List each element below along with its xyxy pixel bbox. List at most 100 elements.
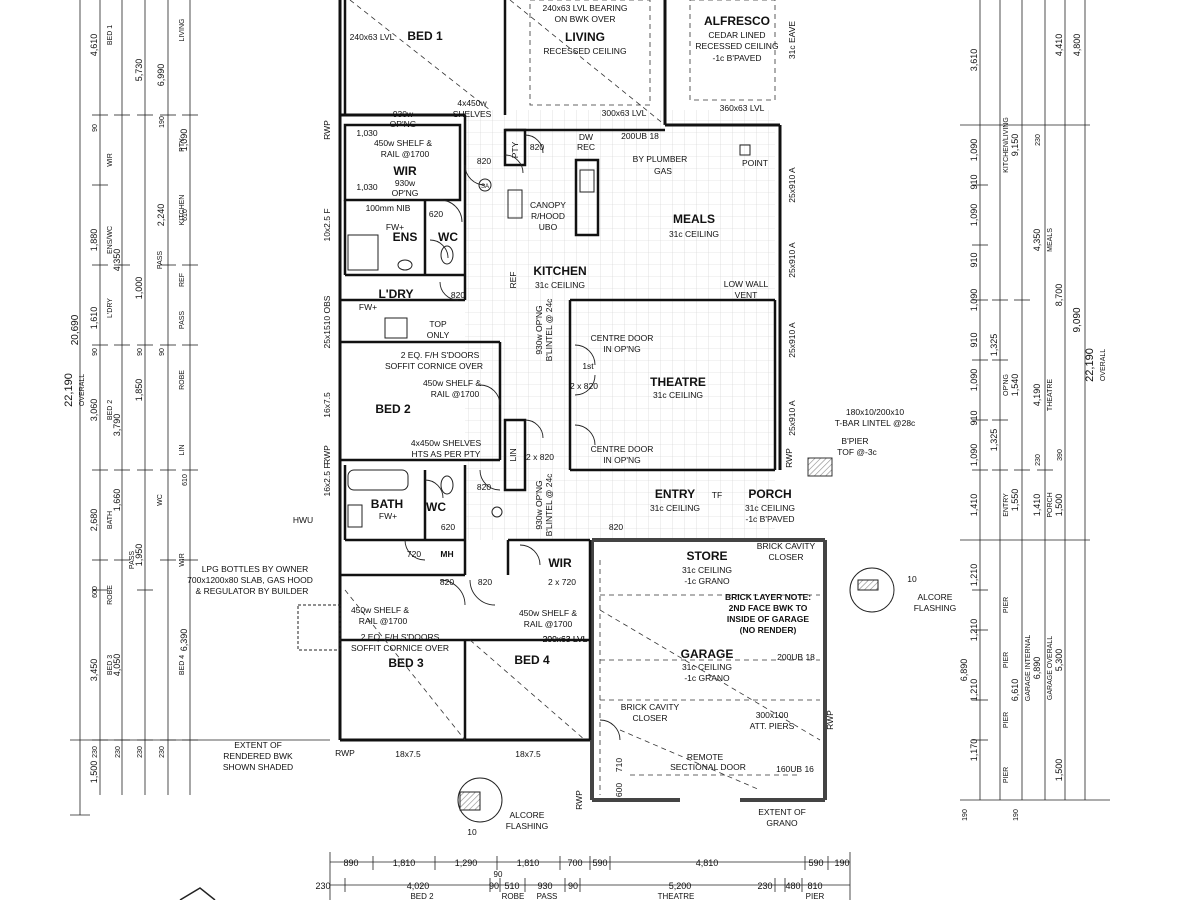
room-wc1-name: WC (438, 230, 458, 244)
left-label-bath: BATH (107, 511, 114, 529)
ldry-tub-icon (384, 317, 408, 339)
cooktop-icon (579, 169, 595, 193)
right-dim-a3: 910 (969, 174, 979, 189)
room-store-name: STORE (686, 549, 727, 563)
basin-icon (347, 504, 363, 528)
right-dim-b11: 1,410 (1032, 494, 1042, 517)
brick-note-2: 2ND FACE BWK TO (729, 603, 808, 613)
bathtub-icon (347, 469, 409, 491)
left-label-pass3: PASS (129, 551, 136, 569)
right-mid-dim: 9,090 (1072, 307, 1083, 332)
ref-label: REF (508, 272, 518, 289)
right-dim-b13: 6,610 (1010, 679, 1020, 702)
rec-label: REC (577, 142, 595, 152)
right-dim-a17: 1,500 (1054, 759, 1064, 782)
left-label-bed3: BED 3 (107, 655, 114, 675)
post-2515: 25x1510 OBS (322, 295, 332, 348)
room-bed2-note1: 2 EQ. F/H S'DOORS (401, 350, 480, 360)
left-dim-12: 1,850 (134, 379, 144, 402)
left-small-3: 230 (137, 746, 144, 758)
left-dim-11: 3,790 (112, 414, 122, 437)
right-label-opng: OP'NG (1003, 374, 1010, 396)
lintel-200ub: 200UB 18 (621, 131, 659, 141)
tbar-2: T-BAR LINTEL @28c (835, 418, 916, 428)
room-ens-note3: 620 (429, 209, 443, 219)
right-dim-b12: 1,500 (1054, 494, 1064, 517)
bottom-dim-r2-2: 4,020 (407, 881, 430, 891)
room-bed4-note1: 200x63 LVL (543, 634, 588, 644)
right-small-1: 230 (1035, 134, 1042, 146)
post-1025: 10x2.5 F (322, 208, 332, 241)
n820-7: 820 (530, 142, 544, 152)
gas-point-icon (739, 144, 751, 156)
extent-rendered-2: RENDERED BWK (223, 751, 293, 761)
room-kitchen-note1: 31c CEILING (535, 280, 585, 290)
room-bath-name: BATH (371, 497, 403, 511)
left-label-enswc: ENS/WC (107, 226, 114, 254)
right-overall-dim: 22,190 (1084, 348, 1096, 382)
room-living-note1: 240x63 LVL BEARING (542, 3, 627, 13)
left-small-11: 600 (92, 586, 99, 598)
left-label-wir: WIR (107, 153, 114, 167)
room-alfresco-note2: RECESSED CEILING (695, 41, 778, 51)
room-garage-note1: 31c CEILING (682, 662, 732, 672)
room-wir2-note2: RAIL @1700 (524, 619, 573, 629)
remote-1: REMOTE (687, 752, 724, 762)
blintel-a: B'LINTEL @ 24c (544, 298, 554, 362)
bpier-1: B'PIER (841, 436, 868, 446)
right-label-entry: ENTRY (1003, 493, 1010, 517)
right-dim-a8: 1,090 (969, 369, 979, 392)
right-dim-a14: 6,890 (959, 659, 969, 682)
right-label-garage-ovr: GARAGE OVERALL (1047, 636, 1054, 700)
left-dim-2: 5,730 (134, 59, 144, 82)
room-store-note1: 31c CEILING (682, 565, 732, 575)
rwp-2: RWP (322, 120, 332, 140)
extent-rendered-3: SHOWN SHADED (223, 762, 293, 772)
bottom-label-robe: ROBE (502, 892, 525, 900)
right-dim-b7: 1,540 (1010, 374, 1020, 397)
left-label-lin: LIN (179, 445, 186, 456)
opng-930a: 930w OP'NG (534, 305, 544, 354)
rwp-4: RWP (574, 790, 584, 810)
room-theatre-note4: CENTRE DOOR (591, 444, 654, 454)
bottom-label-pass: PASS (537, 892, 558, 900)
room-bed2-note5: 4x450w SHELVES (411, 438, 482, 448)
room-meals-note2: LOW WALL (724, 279, 769, 289)
room-wir2-note1: 450w SHELF & (519, 608, 577, 618)
right-dim-a11: 1,410 (969, 494, 979, 517)
room-alfresco-note1: CEDAR LINED (708, 30, 765, 40)
right-dim-b14: 6,890 (1032, 657, 1042, 680)
left-dim-19: 1,500 (89, 761, 99, 784)
bottom-dim-3: 1,290 (455, 858, 478, 868)
right-dim-a4: 1,090 (969, 204, 979, 227)
brick-cavity-bot-2: CLOSER (633, 713, 668, 723)
room-theatre-name: THEATRE (650, 375, 706, 389)
right-label-garage-int: GARAGE INTERNAL (1025, 635, 1032, 702)
left-label-bed4: BED 4 (179, 655, 186, 675)
fixtures (297, 144, 751, 651)
room-wir1-note8: OP'NG (392, 188, 419, 198)
left-dim-7: 2,240 (156, 204, 166, 227)
n820-6: 820 (478, 577, 492, 587)
left-small-4: 230 (159, 746, 166, 758)
left-dim-5: 1,610 (89, 307, 99, 330)
extent-grano-2: GRANO (766, 818, 798, 828)
room-ldry-note1: FW+ (359, 302, 377, 312)
n2x820a: 2 x 820 (570, 381, 598, 391)
room-theatre-note5: IN OP'NG (603, 455, 641, 465)
room-bed3-note1: 450w SHELF & (351, 605, 409, 615)
room-wc2-note1: 620 (441, 522, 455, 532)
att-piers-1: 300x100 (756, 710, 789, 720)
brick-cavity-top-1: BRICK CAVITY (757, 541, 816, 551)
right-dim-b15: 5,300 (1054, 649, 1064, 672)
room-ens-note2: FW+ (386, 222, 404, 232)
smoke-alarm-icon (491, 506, 503, 518)
room-kitchen-note8: GAS (654, 166, 672, 176)
left-dimension-lines (70, 0, 330, 816)
shelves-top-1: 4x450w (457, 98, 487, 108)
right-dim-b9: 1,325 (989, 429, 999, 452)
left-dim-15: 1,950 (134, 544, 144, 567)
left-small-2: 230 (115, 746, 122, 758)
room-bed1-name: BED 1 (407, 29, 443, 43)
room-wir1-name: WIR (393, 164, 417, 178)
